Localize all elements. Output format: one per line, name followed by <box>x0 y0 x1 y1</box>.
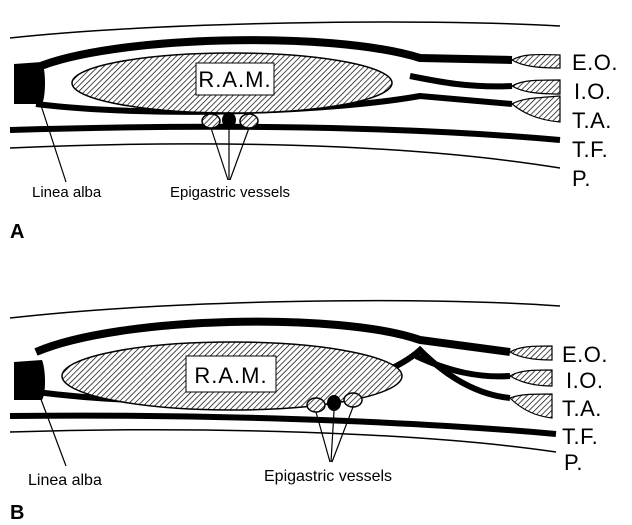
external-oblique-a <box>512 55 560 68</box>
layer-label-p-a: P. <box>572 166 591 191</box>
epigastric-vein-right-b <box>344 393 362 407</box>
layer-label-io-a: I.O. <box>574 79 611 104</box>
transversus-abdominis-b <box>510 394 552 418</box>
epigastric-artery-a <box>222 112 236 128</box>
peritoneum-a <box>10 144 560 168</box>
panel-a: R.A.M. Linea alba Epigastric vessels E.O… <box>10 22 618 243</box>
layer-label-ta-a: T.A. <box>572 108 612 133</box>
epigastric-vein-right-a <box>240 114 258 128</box>
epigastric-vein-left-a <box>202 114 220 128</box>
linea-alba-block-b <box>14 360 45 400</box>
skin-line-a <box>10 22 560 38</box>
layer-label-p-b: P. <box>564 450 583 475</box>
vessels-label-b: Epigastric vessels <box>264 468 392 485</box>
panel-label-a: A <box>10 221 24 243</box>
layer-label-eo-a: E.O. <box>572 50 618 75</box>
ram-label-a: R.A.M. <box>198 67 271 92</box>
panel-b: R.A.M. Linea alba Epigastric vessels E.O… <box>10 301 608 524</box>
transversalis-fascia-a <box>10 127 560 140</box>
layer-label-io-b: I.O. <box>566 368 603 393</box>
layer-label-ta-b: T.A. <box>562 396 602 421</box>
external-oblique-b <box>510 346 552 360</box>
vessel-leader-1-a <box>211 128 228 180</box>
ram-label-b: R.A.M. <box>194 363 267 388</box>
internal-oblique-a <box>512 80 560 94</box>
layer-label-tf-b: T.F. <box>562 424 598 449</box>
vessel-leader-3-a <box>230 128 249 180</box>
linea-alba-label-a: Linea alba <box>32 184 102 201</box>
linea-alba-block-a <box>14 62 45 104</box>
io-aponeurosis-b <box>416 356 510 376</box>
layer-label-eo-b: E.O. <box>562 342 608 367</box>
peritoneum-b <box>10 430 556 452</box>
epigastric-artery-b <box>327 395 341 411</box>
epigastric-vein-left-b <box>307 398 325 412</box>
io-aponeurosis-a <box>410 76 512 86</box>
transversus-abdominis-a <box>512 96 560 122</box>
linea-alba-leader-b <box>36 386 66 466</box>
vessels-label-a: Epigastric vessels <box>170 184 290 201</box>
skin-line-b <box>10 301 560 318</box>
internal-oblique-b <box>510 370 552 386</box>
panel-label-b: B <box>10 502 24 524</box>
linea-alba-label-b: Linea alba <box>28 472 102 489</box>
layer-label-tf-a: T.F. <box>572 137 608 162</box>
